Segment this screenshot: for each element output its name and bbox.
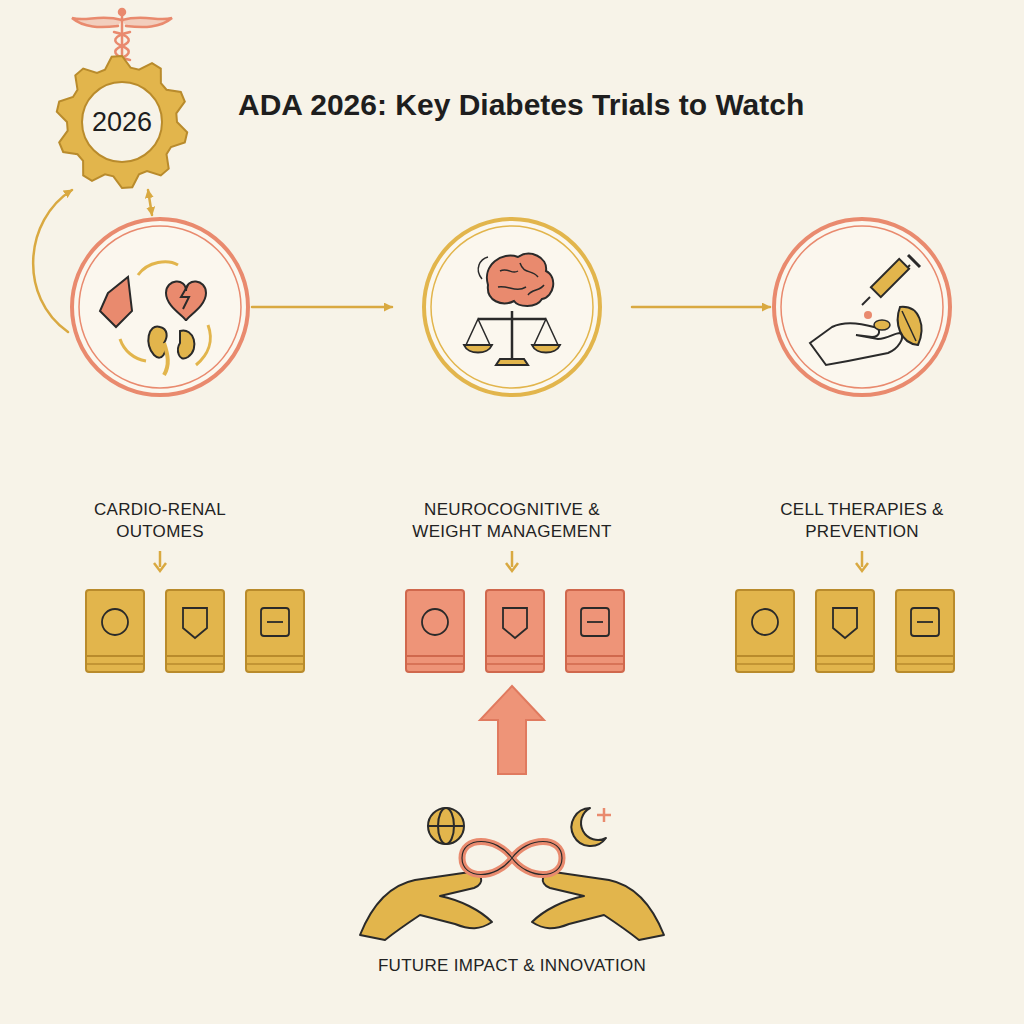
category-label: CARDIO-RENAL OUTOMES [85,499,235,543]
up-arrow [480,686,544,774]
circle-node: CARDIO-RENAL OUTOMES [68,215,252,543]
category-label: CELL THERAPIES & PREVENTION [780,499,945,543]
category-label: NEUROCOGNITIVE & WEIGHT MANAGEMENT [392,499,632,543]
year-label: 2026 [54,54,190,190]
hands-illustration [360,808,664,940]
circle-outline [770,215,954,399]
circle-outline [420,215,604,399]
caduceus-icon [72,9,172,62]
flow-arrow [632,306,770,309]
gear-node: 2026 [54,54,190,190]
flow-arrow [33,190,72,332]
title: ADA 2026: Key Diabetes Trials to Watch [238,88,804,122]
flow-arrow [252,306,392,309]
flow-arrow [148,190,152,215]
circle-node: NEUROCOGNITIVE & WEIGHT MANAGEMENT [392,215,632,543]
circle-node: CELL THERAPIES & PREVENTION [770,215,954,543]
footer-label: FUTURE IMPACT & INNOVATION [0,956,1024,976]
circle-outline [68,215,252,399]
